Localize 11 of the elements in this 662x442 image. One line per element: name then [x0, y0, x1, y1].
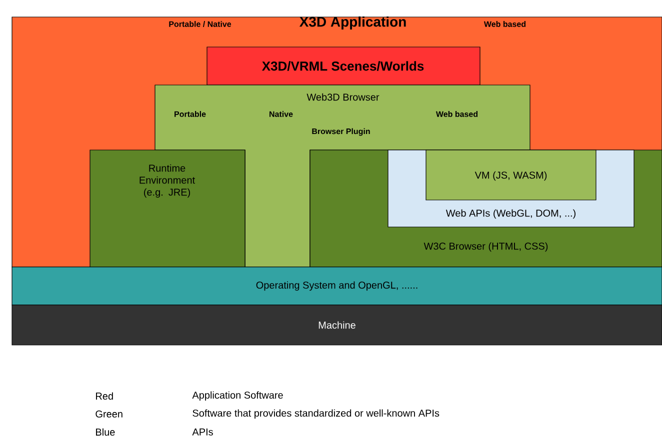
scene-box: X3D/VRML Scenes/Worlds	[206, 46, 480, 86]
legend-color-name: Red	[96, 392, 113, 400]
runtime-box: Runtime Environment (e.g. JRE)	[90, 150, 246, 268]
legend-text: Application Software	[192, 391, 283, 401]
legend-text: Software that provides standardized or well-known APIs	[192, 409, 440, 419]
os-layer: Operating System and OpenGL, ......	[12, 266, 662, 306]
legend-color-name: Green	[96, 410, 122, 418]
vm-box: VM (JS, WASM)	[426, 150, 596, 200]
legend-color-name: Blue	[96, 428, 115, 436]
machine-layer: Machine	[12, 304, 662, 346]
legend-text: APIs	[192, 428, 213, 436]
